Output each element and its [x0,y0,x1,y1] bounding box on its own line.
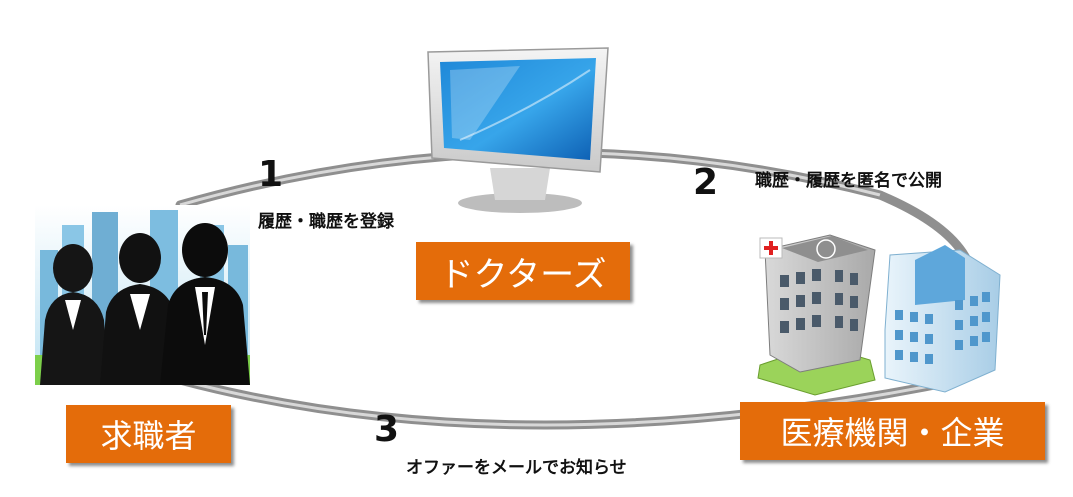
step-3-number: 3 [374,409,400,450]
medical-institution-company-label: 医療機関・企業 [740,402,1045,460]
job-seekers-silhouette-icon [35,205,250,385]
step-3-text: オファーをメールでお知らせ [406,458,627,478]
hospital-and-office-building-icon [757,234,1001,396]
step-1-number: 1 [258,154,284,195]
job-seeker-label: 求職者 [66,405,231,463]
step-2-text: 職歴・履歴を匿名で公開 [755,171,942,191]
computer-monitor-icon [427,47,609,213]
doctors-label: ドクターズ [416,242,630,300]
step-2-number: 2 [693,162,719,203]
step-1-text: 履歴・職歴を登録 [258,212,394,232]
